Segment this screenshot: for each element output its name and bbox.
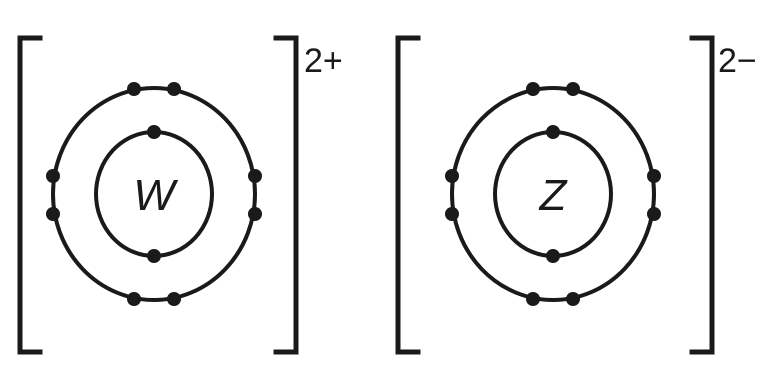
ion-z: 2− Z: [395, 35, 757, 355]
ion-w-outer-electron: [127, 82, 141, 96]
ion-z-charge: 2−: [718, 42, 757, 80]
ion-z-outer-electron: [566, 82, 580, 96]
ion-z-outer-electron: [566, 292, 580, 306]
ion-z-outer-electron: [647, 169, 661, 183]
ion-z-outer-electron: [526, 82, 540, 96]
ion-z-outer-electron: [647, 207, 661, 221]
ion-z-outer-electron: [526, 292, 540, 306]
ion-z-outer-shell: [450, 86, 656, 302]
ion-w-outer-electron: [127, 292, 141, 306]
ion-w-outer-electron: [167, 82, 181, 96]
ion-w-outer-electron: [248, 207, 262, 221]
ion-w-outer-electron: [46, 207, 60, 221]
ion-z-outer-electron: [445, 169, 459, 183]
ion-z-left-bracket: [395, 35, 421, 355]
ion-w-symbol: W: [133, 171, 178, 220]
ion-w-outer-electron: [167, 292, 181, 306]
ion-z-symbol: Z: [539, 171, 569, 220]
ion-w-right-bracket: [273, 35, 299, 355]
ion-w-charge: 2+: [304, 42, 343, 80]
ion-z-inner-electron: [546, 249, 560, 263]
ion-z-right-bracket: [689, 35, 715, 355]
ion-w-outer-shell: [51, 86, 257, 302]
ion-w-left-bracket: [17, 35, 43, 355]
ion-w-inner-electron: [147, 125, 161, 139]
ion-w-inner-electron: [147, 249, 161, 263]
ion-w-outer-electron: [248, 169, 262, 183]
ion-w: 2+ W: [17, 35, 343, 355]
ion-z-inner-electron: [546, 125, 560, 139]
ion-w-outer-electron: [46, 169, 60, 183]
ion-z-outer-electron: [445, 207, 459, 221]
